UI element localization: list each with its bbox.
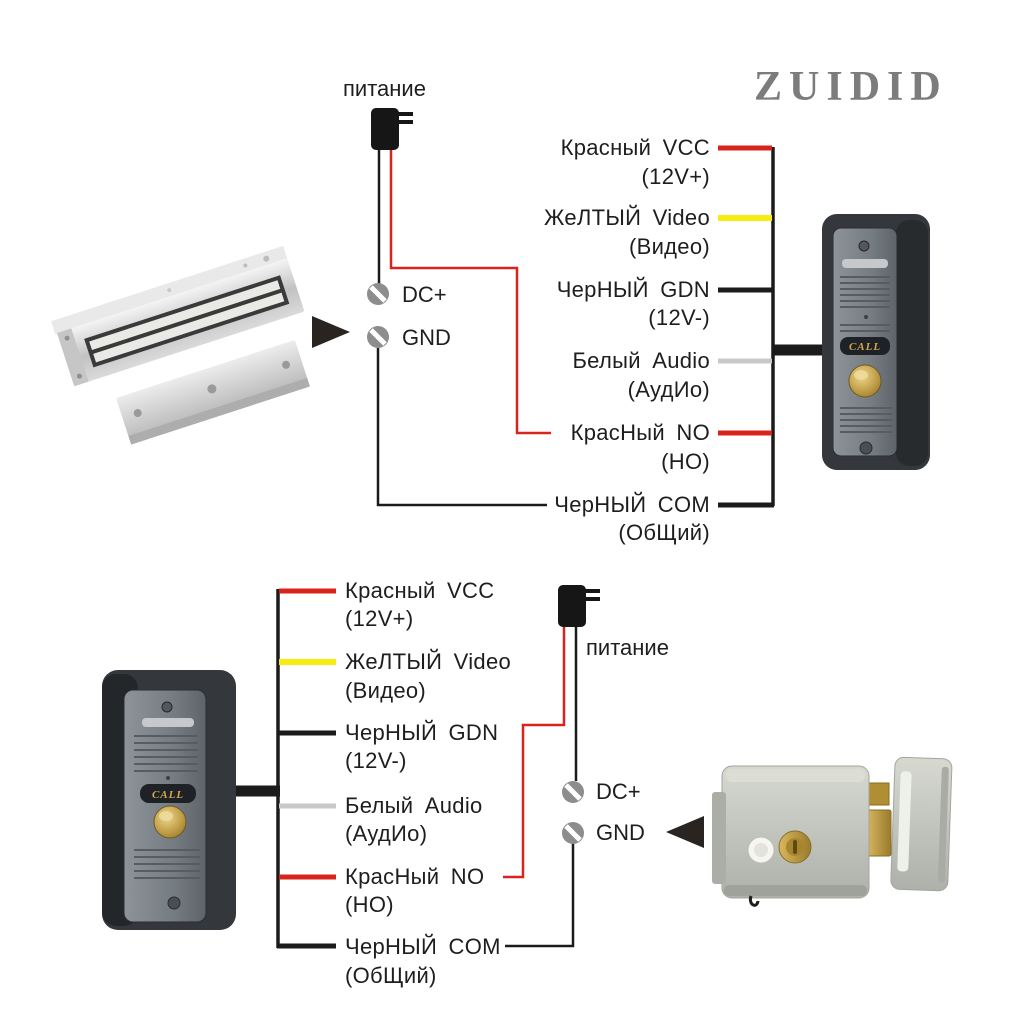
call-plate-bottom — [140, 784, 196, 803]
wire-power-red-top — [389, 150, 551, 435]
wire-label-audio-top: Белый Audio — [572, 348, 710, 373]
power-label-bottom: питание — [586, 635, 669, 660]
wire-sublabel-video-bottom: (Видео) — [345, 678, 427, 703]
doorbell-image-top: CALL — [822, 214, 930, 470]
terminal-gnd-label-top: GND — [402, 325, 451, 350]
terminal-dc-icon-bottom — [562, 781, 584, 803]
wire-label-no-bottom: КрасНый NO — [345, 864, 485, 889]
wire-label-no-top: КрасНый NO — [570, 420, 710, 445]
wire-sublabel-vcc-bottom: (12V+) — [345, 606, 414, 631]
wire-label-com-bottom: ЧерНЫЙ COM — [345, 934, 501, 959]
wire-label-video-bottom: ЖеЛТЫЙ Video — [345, 649, 512, 674]
wire-gnd-to-com-bottom — [505, 843, 575, 948]
terminal-dc-label-top: DC+ — [402, 282, 447, 307]
wire-sublabel-vcc-top: (12V+) — [641, 164, 710, 189]
power-adapter-bottom — [558, 585, 600, 627]
wire-label-audio-bottom: Белый Audio — [345, 793, 483, 818]
wire-gnd-to-com-top — [376, 348, 547, 507]
doorbell-image-bottom: CALL — [102, 670, 236, 930]
maglock-image — [51, 245, 310, 445]
wire-sublabel-gdn-top: (12V-) — [648, 305, 710, 330]
wire-sublabel-audio-top: (АудИо) — [627, 377, 710, 402]
wire-label-com-top: ЧерНЫЙ COM — [554, 492, 710, 517]
wire-sublabel-no-top: (НО) — [661, 449, 710, 474]
wire-sublabel-no-bottom: (НО) — [345, 892, 394, 917]
call-plate-top — [840, 337, 890, 355]
terminal-gnd-icon-top — [367, 326, 389, 348]
call-label-top: CALL — [849, 341, 881, 353]
wire-sublabel-video-top: (Видео) — [628, 234, 710, 259]
power-label-top: питание — [343, 76, 426, 101]
terminal-gnd-label-bottom: GND — [596, 820, 645, 845]
wire-sublabel-audio-bottom: (АудИо) — [345, 821, 428, 846]
terminal-dc-icon-top — [367, 283, 389, 305]
wire-sublabel-gdn-bottom: (12V-) — [345, 748, 407, 773]
terminal-dc-label-bottom: DC+ — [596, 779, 641, 804]
arrow-right-icon — [312, 316, 350, 348]
wire-label-vcc-top: Красный VCC — [560, 135, 710, 160]
call-label-bottom: CALL — [152, 789, 184, 801]
lock-latch — [866, 809, 892, 857]
wire-label-gdn-top: ЧерНЫЙ GDN — [556, 277, 710, 302]
arrow-left-icon — [666, 816, 704, 848]
wire-sublabel-com-top: (ОбЩий) — [618, 520, 710, 545]
brand-logo: ZUIDID — [754, 64, 948, 110]
lock-wire-pigtail — [748, 895, 760, 907]
wire-power-red-bottom — [503, 627, 566, 879]
wire-sublabel-com-bottom: (ОбЩий) — [345, 963, 437, 988]
wire-label-video-top: ЖеЛТЫЙ Video — [543, 205, 710, 230]
electric-lock-image — [712, 756, 953, 907]
terminal-gnd-icon-bottom — [562, 822, 584, 844]
wire-label-gdn-bottom: ЧерНЫЙ GDN — [345, 720, 499, 745]
power-adapter-top — [371, 108, 413, 150]
wire-label-vcc-bottom: Красный VCC — [345, 578, 495, 603]
